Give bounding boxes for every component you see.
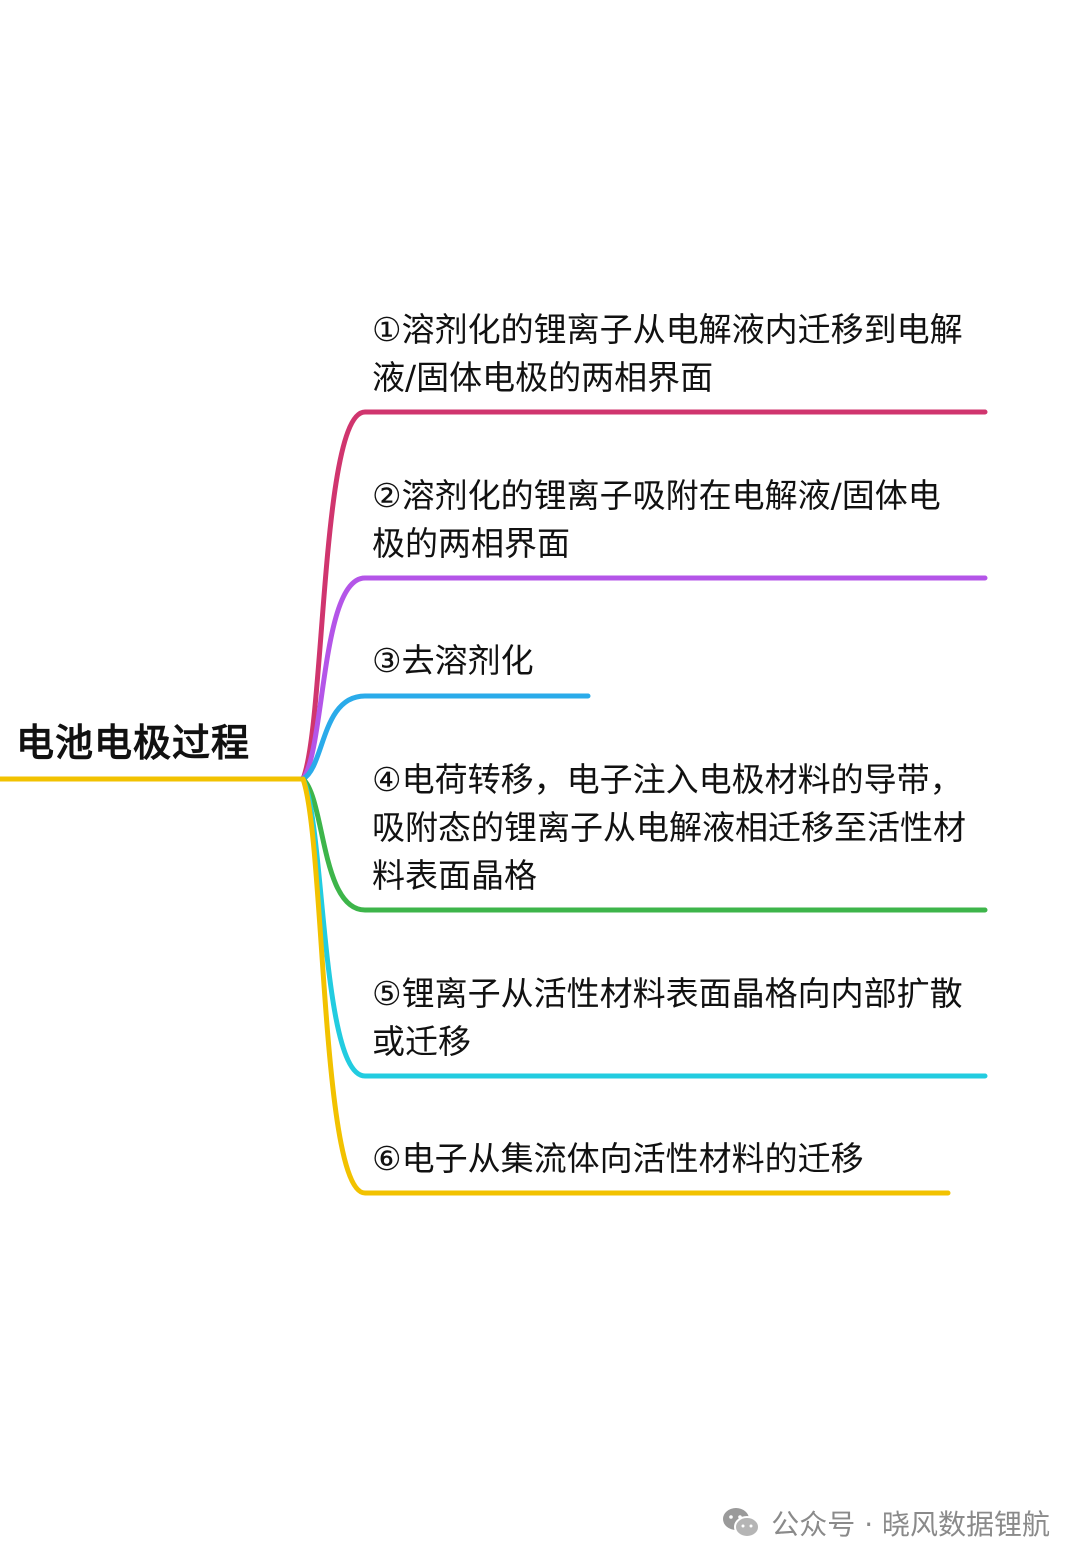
branch-label-3: ③去溶剂化 [372, 641, 534, 680]
branch-connector [300, 776, 988, 913]
branch-connector [300, 693, 591, 782]
branch-connector [300, 776, 951, 1196]
watermark-text: 公众号 · 晓风数据锂航 [771, 1508, 1050, 1541]
branch-label-6: ⑥电子从集流体向活性材料的迁移 [372, 1139, 864, 1178]
root-node-label: 电池电极过程 [16, 721, 251, 765]
branch-label-1: ①溶剂化的锂离子从电解液内迁移到电解液/固体电极的两相界面 [372, 310, 963, 397]
branch-label-5: ⑤锂离子从活性材料表面晶格向内部扩散或迁移 [372, 974, 963, 1061]
wechat-icon [723, 1508, 761, 1538]
branch-connector [300, 409, 988, 782]
branch-connector [300, 575, 988, 782]
branch-label-4: ④电荷转移，电子注入电极材料的导带，吸附态的锂离子从电解液相迁移至活性材料表面晶… [372, 760, 966, 895]
watermark: 公众号 · 晓风数据锂航 [721, 1503, 1050, 1543]
branch-label-2: ②溶剂化的锂离子吸附在电解液/固体电极的两相界面 [372, 476, 941, 563]
